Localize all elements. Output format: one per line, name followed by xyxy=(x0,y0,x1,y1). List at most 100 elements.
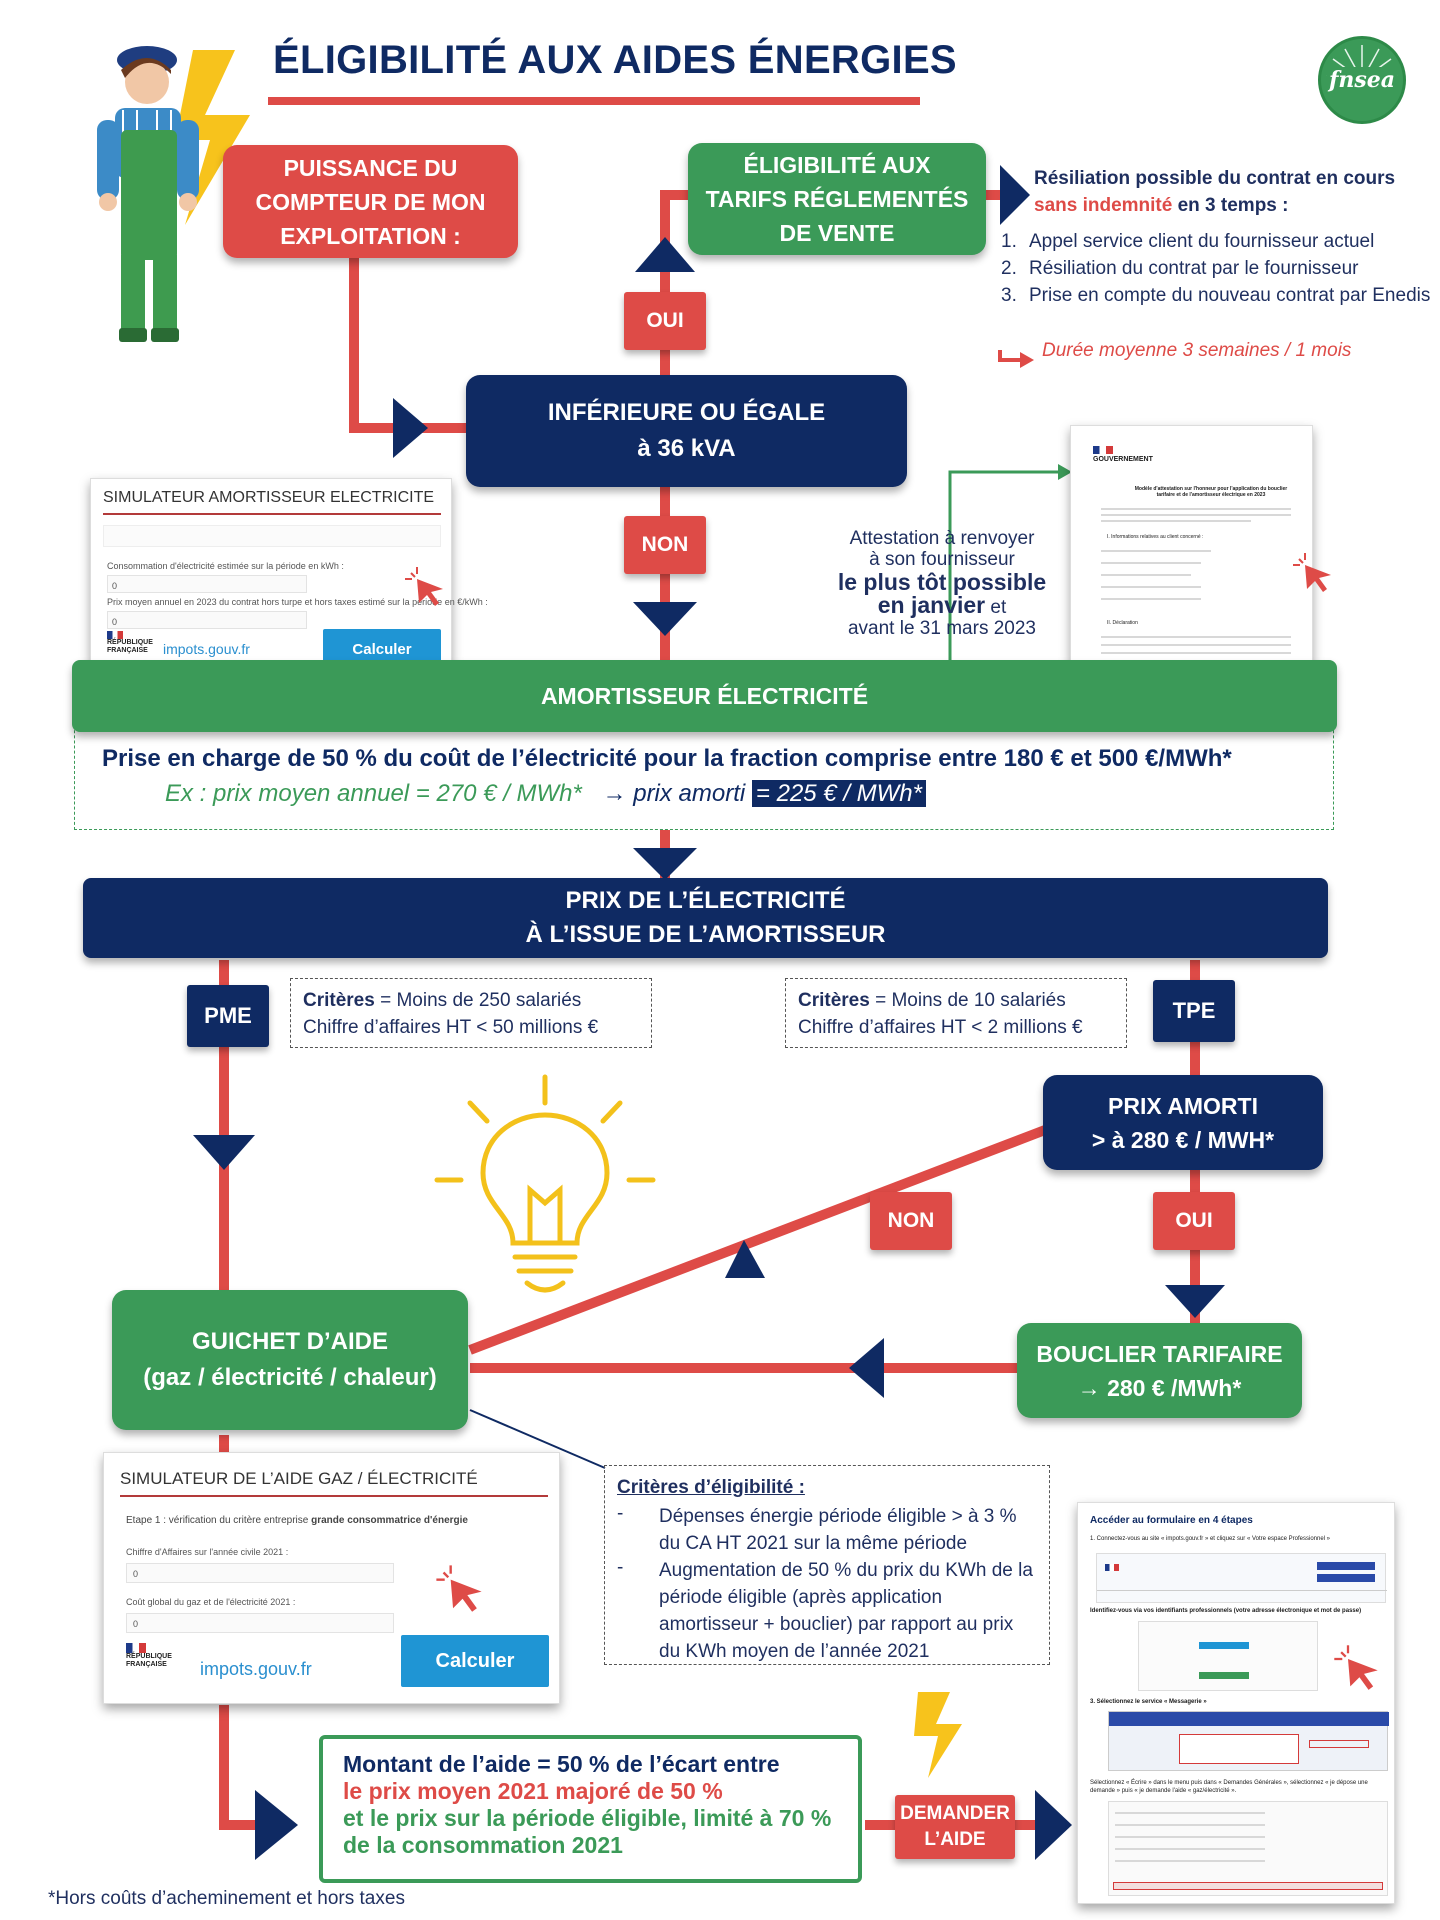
sim1-notice xyxy=(103,525,441,547)
sim2-etape-a: Etape 1 : vérification du critère entrep… xyxy=(126,1515,312,1526)
resiliation-sans-indemnite: sans indemnité xyxy=(1034,195,1173,216)
sim2-field-2-input[interactable]: 0 xyxy=(126,1613,394,1633)
sim2-field-2-value: 0 xyxy=(133,1619,139,1629)
sim1-field-1-input[interactable]: 0 xyxy=(107,575,307,593)
form-step-1: 1. Connectez-vous au site « impots.gouv.… xyxy=(1090,1536,1331,1542)
eligibilite-line-3: DE VENTE xyxy=(779,220,895,246)
montant-l1: Montant de l’aide = 50 % de l’écart entr… xyxy=(343,1751,780,1777)
cursor-click-icon xyxy=(1334,1645,1378,1690)
line-attestation-doc xyxy=(948,470,1062,660)
form-screenshot-3 xyxy=(1108,1711,1389,1771)
arrow-down-guichet xyxy=(193,1135,255,1170)
non-tag-1: NON xyxy=(624,516,706,574)
title-underline xyxy=(268,97,920,105)
puissance-line-1: PUISSANCE DU xyxy=(283,154,458,181)
cursor-click-icon xyxy=(1293,553,1331,592)
sim1-field-2-label: Prix moyen annuel en 2023 du contrat hor… xyxy=(107,597,488,607)
sim2-rf-line-1: RÉPUBLIQUE xyxy=(126,1653,172,1660)
step-text: Prise en compte du nouveau contrat par E… xyxy=(1029,285,1431,306)
resiliation-steps: 1.Appel service client du fournisseur ac… xyxy=(1001,228,1431,309)
criteres-item: - Dépenses énergie période éligible > à … xyxy=(617,1503,1037,1557)
guichet-aide-box: GUICHET D’AIDE (gaz / électricité / chal… xyxy=(112,1290,468,1430)
step-number: 1. xyxy=(1001,231,1017,252)
demander-line-1: DEMANDER xyxy=(900,1803,1010,1824)
resiliation-intro-end: en 3 temps : xyxy=(1177,195,1289,216)
form-step-3: 3. Sélectionnez le service « Messagerie … xyxy=(1090,1699,1207,1705)
line-simulateur-montant xyxy=(219,1705,270,1830)
example-prix-moyen: Ex : prix moyen annuel = 270 € / MWh* xyxy=(165,780,582,807)
arrow-down-prix xyxy=(633,848,697,880)
arrow-up-non xyxy=(725,1240,765,1278)
prix-elec-line-2: À L’ISSUE DE L’AMORTISSEUR xyxy=(525,921,886,948)
sim1-field-2-value: 0 xyxy=(112,617,118,627)
non-tag-2: NON xyxy=(870,1192,952,1250)
sim2-field-1-input[interactable]: 0 xyxy=(126,1563,394,1583)
arrow-down-amortisseur xyxy=(633,602,697,636)
line-non-guichet xyxy=(468,1125,1047,1355)
sim1-impots-logo: impots.gouv.fr xyxy=(163,641,250,657)
form-step-4: Sélectionnez « Écrire » dans le menu pui… xyxy=(1090,1780,1368,1794)
prix-amorti-line-2: > à 280 € / MWH* xyxy=(1091,1126,1275,1153)
amortisseur-box: AMORTISSEUR ÉLECTRICITÉ xyxy=(72,660,1337,732)
doc-flag-icon xyxy=(1093,446,1113,454)
attestation-l5: et xyxy=(990,597,1007,618)
simulateur-aide-gaz-panel[interactable]: SIMULATEUR DE L’AIDE GAZ / ÉLECTRICITÉ E… xyxy=(103,1452,560,1704)
criteres-eligibilite-title: Critères d’éligibilité : xyxy=(617,1477,805,1498)
montant-l2: le prix moyen 2021 majoré de 50 % xyxy=(343,1778,723,1804)
demander-aide-button[interactable]: DEMANDER L’AIDE xyxy=(895,1795,1015,1859)
crit-tpe-label: Critères xyxy=(798,990,870,1011)
formulaire-guide-panel[interactable]: Accéder au formulaire en 4 étapes 1. Con… xyxy=(1077,1502,1395,1904)
resiliation-step: 2.Résiliation du contrat par le fourniss… xyxy=(1001,255,1431,282)
criteres-pme-box: Critères = Moins de 250 salariés Chiffre… xyxy=(290,978,652,1048)
inferieure-line-2: à 36 kVA xyxy=(637,435,736,462)
sim1-field-2-input[interactable]: 0 xyxy=(107,611,307,629)
criteres-item: - Augmentation de 50 % du prix du KWh de… xyxy=(617,1557,1037,1665)
prix-amorti-box: PRIX AMORTI > à 280 € / MWH* xyxy=(1043,1075,1323,1170)
sim2-impots-logo: impots.gouv.fr xyxy=(200,1659,312,1679)
guichet-line-2: (gaz / électricité / chaleur) xyxy=(143,1364,437,1391)
doc-gov: GOUVERNEMENT xyxy=(1093,456,1153,463)
sim1-field-1-label: Consommation d'électricité estimée sur l… xyxy=(107,561,344,571)
resiliation-step: 3.Prise en compte du nouveau contrat par… xyxy=(1001,282,1431,309)
lightning-icon xyxy=(914,1692,962,1778)
arrow-to-montant xyxy=(255,1790,298,1860)
step-number: 2. xyxy=(1001,258,1017,279)
cursor-click-icon xyxy=(405,567,443,606)
page-title: ÉLIGIBILITÉ AUX AIDES ÉNERGIES xyxy=(273,38,957,82)
guichet-line-1: GUICHET D’AIDE xyxy=(191,1328,388,1355)
amortisseur-detail-line-1: Prise en charge de 50 % du coût de l’éle… xyxy=(102,745,1232,772)
prix-amorti-line-1: PRIX AMORTI xyxy=(1108,1092,1258,1119)
sim1-rf-line-1: RÉPUBLIQUE xyxy=(107,639,153,646)
bouclier-line-2: → 280 € /MWh* xyxy=(1077,1374,1242,1401)
sim2-calculer-button[interactable]: Calculer xyxy=(401,1635,549,1687)
resiliation-intro: Résiliation possible du contrat en cours xyxy=(1034,168,1396,189)
sim1-title-rule xyxy=(103,513,441,515)
puissance-compteur-box: PUISSANCE DU COMPTEUR DE MON EXPLOITATIO… xyxy=(223,145,518,258)
sim2-rf-logo: RÉPUBLIQUE FRANÇAISE xyxy=(126,1643,172,1669)
inferieure-line-1: INFÉRIEURE OU ÉGALE xyxy=(547,399,826,426)
example-prix-amorti-value: = 225 € / MWh* xyxy=(751,780,926,807)
inferieure-36kva-box: INFÉRIEURE OU ÉGALE à 36 kVA xyxy=(466,375,907,487)
oui-tag-2: OUI xyxy=(1153,1192,1235,1250)
sim2-field-1-value: 0 xyxy=(133,1569,139,1579)
arrow-left-guichet xyxy=(849,1338,884,1398)
doc-header: Modèle d'attestation sur l'honneur pour … xyxy=(1134,486,1288,498)
fnsea-logo: fnsea xyxy=(1318,36,1406,124)
line-puissance-inferieure xyxy=(349,255,470,433)
sim1-title: SIMULATEUR AMORTISSEUR ELECTRICITE xyxy=(103,489,435,506)
form-screenshot-1 xyxy=(1096,1553,1387,1603)
prix-electricite-box: PRIX DE L’ÉLECTRICITÉ À L’ISSUE DE L’AMO… xyxy=(83,878,1328,958)
attestation-l3: le plus tôt possible xyxy=(837,569,1047,595)
criteres-item-text: Dépenses énergie période éligible > à 3 … xyxy=(659,1506,1017,1554)
attestation-document[interactable]: GOUVERNEMENT Modèle d'attestation sur l'… xyxy=(1070,425,1331,690)
criteres-item-text: Augmentation de 50 % du prix du KWh de l… xyxy=(659,1560,1033,1662)
line-guichet-criteres xyxy=(469,1409,606,1469)
montant-l4: de la consommation 2021 xyxy=(343,1832,623,1858)
farmer-illustration xyxy=(97,46,250,342)
resiliation-step: 1.Appel service client du fournisseur ac… xyxy=(1001,228,1431,255)
crit-pme-l2: Chiffre d’affaires HT < 50 millions € xyxy=(303,1017,599,1038)
criteres-tpe-box: Critères = Moins de 10 salariés Chiffre … xyxy=(785,978,1127,1048)
attestation-l2: à son fournisseur xyxy=(869,549,1015,570)
form-title: Accéder au formulaire en 4 étapes xyxy=(1090,1515,1253,1526)
simulateur-amortisseur-panel[interactable]: SIMULATEUR AMORTISSEUR ELECTRICITE Conso… xyxy=(90,478,488,675)
